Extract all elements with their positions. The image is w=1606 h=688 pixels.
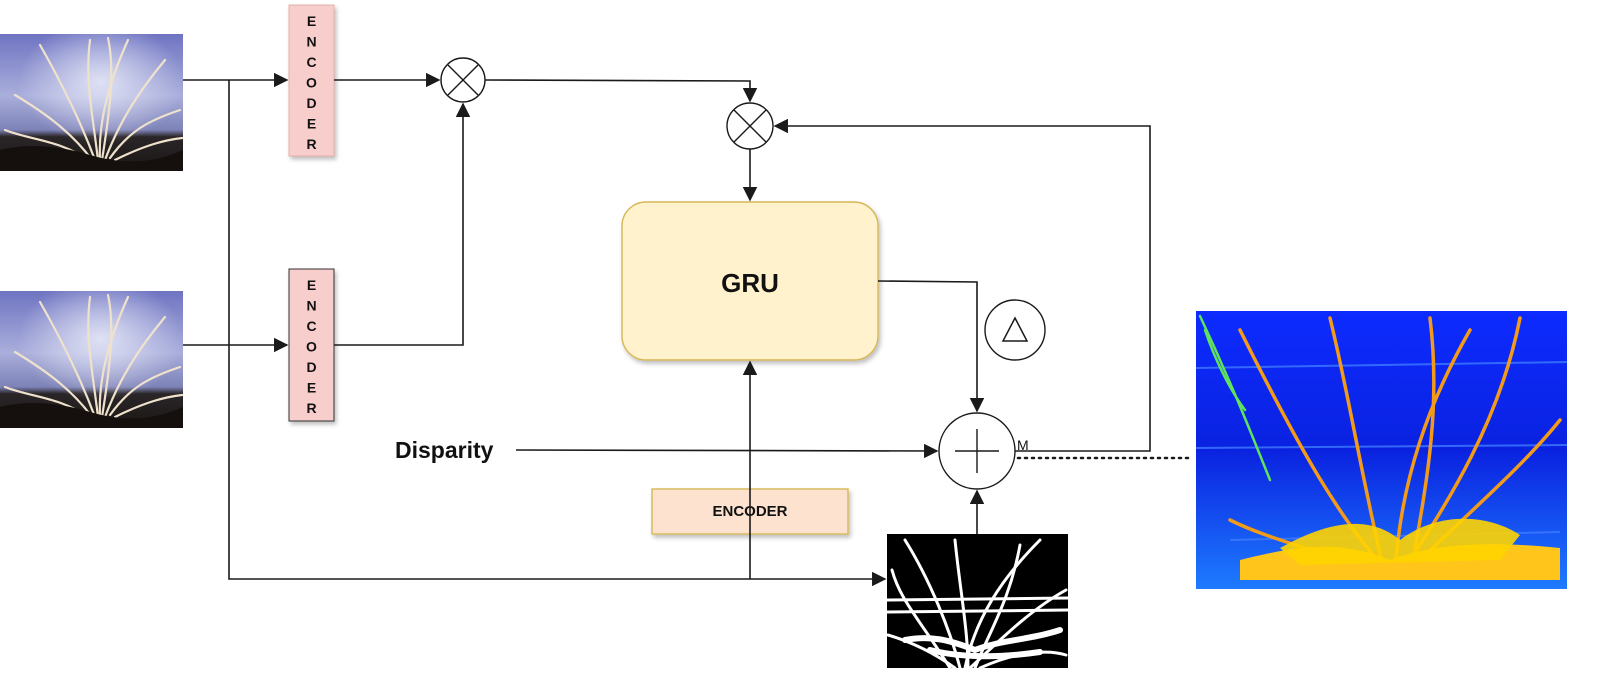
encoder-top-letter: O	[306, 75, 317, 91]
sum-node: M	[938, 412, 1029, 490]
encoder-top: ENCODER	[288, 4, 335, 157]
encoder-top-letter: C	[306, 54, 316, 70]
edge-sum-feedback-to-mult2	[773, 118, 1151, 452]
depth-output-image	[1196, 311, 1567, 589]
encoder-mid-letter: E	[307, 277, 316, 293]
encoder-top-letter: R	[306, 136, 316, 152]
edge-encoder-mid-to-mult1	[334, 102, 471, 346]
edge-disparity-to-sum	[515, 443, 939, 459]
encoder-mid-letter: C	[306, 318, 316, 334]
encoder-mid-letter: E	[307, 380, 316, 396]
edge-left-to-mask	[228, 80, 887, 587]
encoder-top-letter: D	[306, 95, 316, 111]
sum-node-label: M	[1017, 437, 1029, 453]
encoder-top-letter: E	[307, 13, 316, 29]
edge-gru-to-sum	[877, 280, 985, 413]
right-stereo-image	[0, 291, 183, 428]
gru-block: GRU	[621, 201, 879, 361]
left-stereo-image	[0, 34, 183, 171]
connections	[183, 72, 1194, 587]
multiply-node-2	[726, 102, 774, 150]
delta-icon	[1001, 316, 1029, 342]
encoder-mid-letter: D	[306, 359, 316, 375]
encoder-mid-letters: ENCODER	[306, 277, 317, 416]
encoder-top-letters: ENCODER	[306, 13, 317, 152]
delta-node	[984, 299, 1046, 361]
encoder-mid-letter: R	[306, 400, 316, 416]
encoder-top-letter: N	[306, 34, 316, 50]
edge-mult1-to-mult2	[484, 79, 758, 103]
encoder-top-letter: E	[307, 116, 316, 132]
multiply-node-1	[440, 57, 486, 103]
encoder-mid: ENCODER	[288, 268, 335, 422]
disparity-label: Disparity	[395, 437, 494, 463]
segmentation-mask-image	[887, 534, 1068, 668]
encoder-mid-letter: N	[306, 298, 316, 314]
encoder-mid-letter: O	[306, 339, 317, 355]
gru-label: GRU	[721, 268, 779, 298]
